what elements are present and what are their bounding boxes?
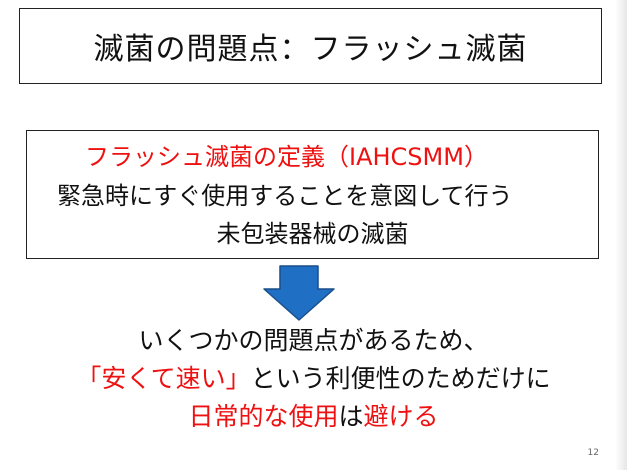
body-text: いくつかの問題点があるため、 「安くて速い」という利便性のためだけに 日常的な使… <box>0 322 627 436</box>
slide-edge-shadow <box>615 0 627 470</box>
definition-line-1: 緊急時にすぐ使用することを意図して行う <box>57 182 513 210</box>
definition-heading: フラッシュ滅菌の定義（IAHCSMM） <box>85 143 488 171</box>
body-emphasis-avoid: 避ける <box>363 402 439 431</box>
body-line-3: 日常的な使用は避ける <box>188 402 439 431</box>
body-emphasis-routine-use: 日常的な使用 <box>188 402 339 431</box>
page-number: 12 <box>587 448 599 458</box>
slide-title: 滅菌の問題点：フラッシュ滅菌 <box>93 32 528 67</box>
title-box: 滅菌の問題点：フラッシュ滅菌 <box>19 8 602 84</box>
down-arrow-icon <box>263 265 335 321</box>
body-line-1: いくつかの問題点があるため、 <box>138 326 489 355</box>
definition-box: フラッシュ滅菌の定義（IAHCSMM） 緊急時にすぐ使用することを意図して行う … <box>26 130 599 259</box>
definition-line-2: 未包装器械の滅菌 <box>216 220 409 248</box>
body-line-2: 「安くて速い」という利便性のためだけに <box>76 364 551 393</box>
body-emphasis-cheap-fast: 「安くて速い」 <box>76 364 251 393</box>
